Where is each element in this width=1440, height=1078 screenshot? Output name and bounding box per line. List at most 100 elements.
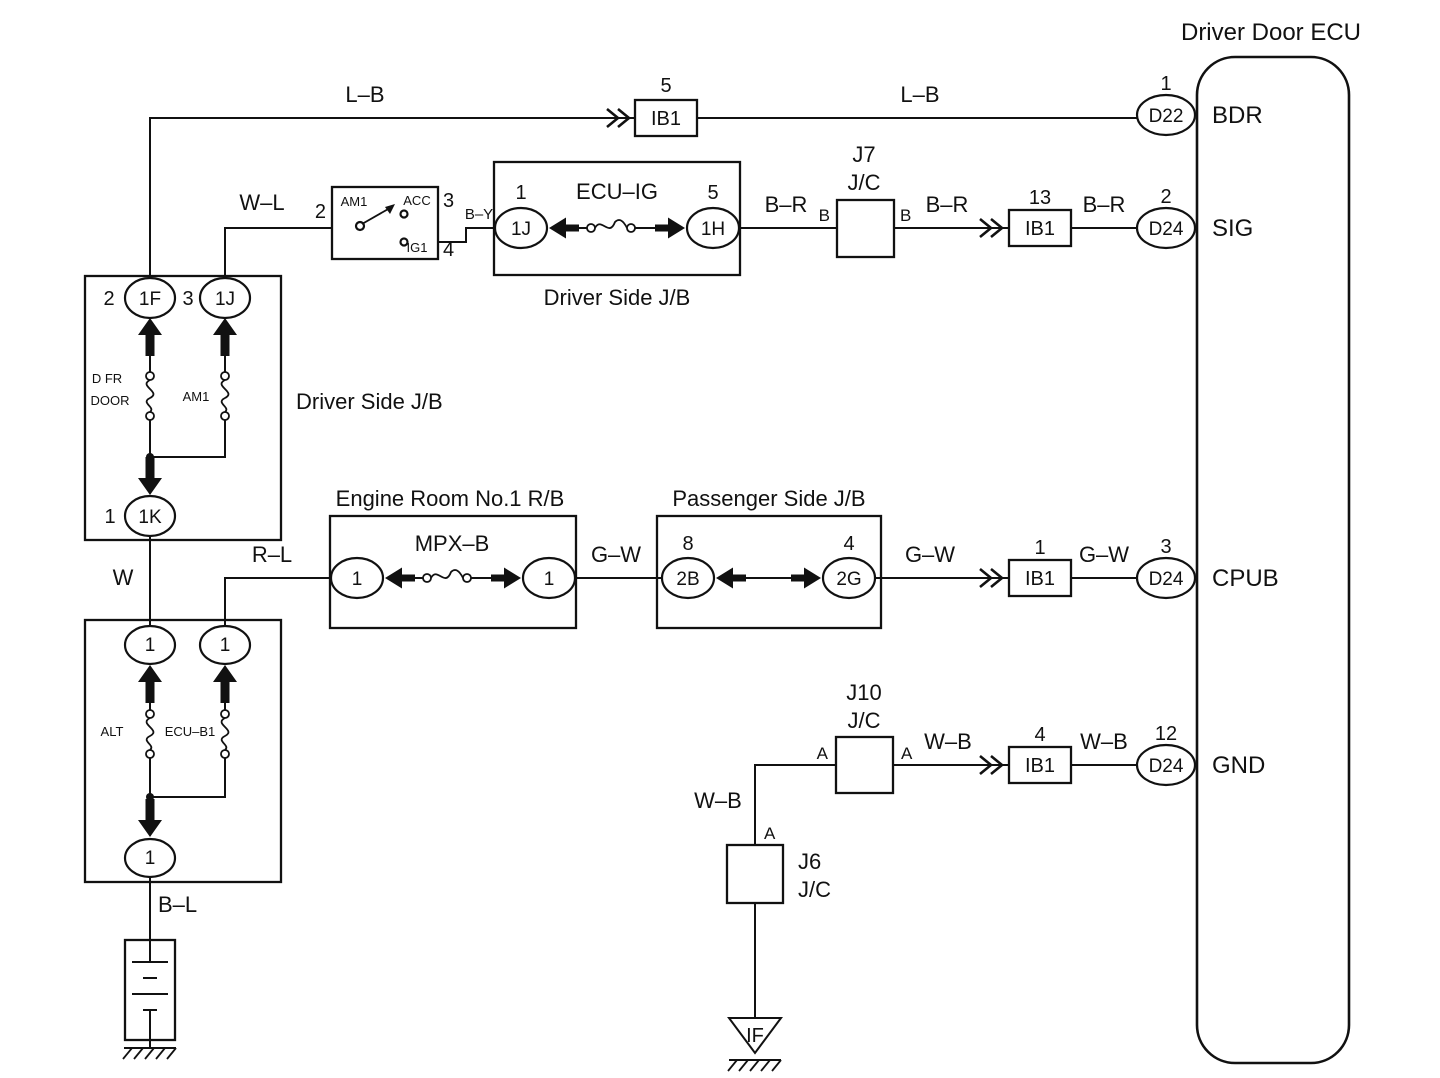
pin-label-bdr: BDR bbox=[1212, 102, 1263, 129]
driver-door-ecu: Driver Door ECU 1 D22 BDR 2 D24 SIG 3 D2… bbox=[1135, 19, 1361, 1065]
pin-label-sig: SIG bbox=[1212, 215, 1253, 242]
switch-label: D FR bbox=[92, 371, 122, 386]
pin-d24-cpub bbox=[1135, 556, 1197, 600]
wire-label: G–W bbox=[1079, 542, 1129, 567]
connector-arrow-icon bbox=[213, 318, 237, 356]
ib1-connector bbox=[1007, 558, 1073, 598]
pin-connector: D24 bbox=[1149, 756, 1184, 777]
jc-box bbox=[835, 198, 896, 259]
wire-label: B–L bbox=[158, 892, 197, 917]
terminal-label: AM1 bbox=[341, 194, 368, 209]
door-switch-symbol bbox=[145, 371, 155, 421]
switch-label: DOOR bbox=[91, 393, 130, 408]
connector bbox=[329, 556, 385, 600]
connector-label: 1 bbox=[352, 569, 363, 590]
fuse-label: ECU–B1 bbox=[165, 724, 216, 739]
ib1-label: IB1 bbox=[1025, 218, 1055, 240]
fuse-label: ECU–IG bbox=[576, 179, 658, 204]
wire-label: W bbox=[113, 565, 134, 590]
fuse-symbol bbox=[548, 216, 686, 240]
connector-arrow-icon bbox=[213, 665, 237, 703]
fuse-symbol bbox=[220, 709, 230, 759]
ib1-connector bbox=[633, 98, 699, 138]
jb-title: Passenger Side J/B bbox=[672, 486, 865, 511]
connector-label: 1 bbox=[220, 635, 231, 656]
wire-wl bbox=[224, 227, 332, 278]
wire-label: R–L bbox=[252, 542, 292, 567]
ib1-pin-number: 13 bbox=[1029, 187, 1051, 209]
busbar-arrows bbox=[715, 566, 822, 590]
jc-box-j10 bbox=[834, 735, 895, 795]
ib1-connector bbox=[1007, 745, 1073, 785]
connector-label: 1F bbox=[139, 289, 161, 310]
pin-number: 1 bbox=[1160, 73, 1171, 95]
pin-number: 1 bbox=[104, 506, 115, 528]
connector-2g bbox=[821, 556, 877, 600]
wire-gnd bbox=[754, 764, 1137, 1018]
pin-number: 2 bbox=[103, 288, 114, 310]
connector-1f bbox=[123, 276, 177, 320]
connector bbox=[123, 624, 177, 666]
ib1-label: IB1 bbox=[1025, 568, 1055, 590]
jc-name: J6 bbox=[798, 849, 821, 874]
pin-connector: D22 bbox=[1149, 106, 1184, 127]
ib1-label: IB1 bbox=[1025, 755, 1055, 777]
jc-box-j6 bbox=[725, 843, 785, 905]
ib1-pin-number: 4 bbox=[1034, 724, 1045, 746]
pin-number: 3 bbox=[443, 190, 454, 212]
jc-name: J10 bbox=[846, 680, 881, 705]
rb-box bbox=[328, 514, 578, 630]
jb-box bbox=[83, 618, 283, 884]
wire-fusible-internal bbox=[149, 703, 226, 798]
wire-label: W–B bbox=[1080, 729, 1128, 754]
fuse-symbol bbox=[220, 371, 230, 421]
wire-label: G–W bbox=[591, 542, 641, 567]
fusible-link-box: 1 1 ALT ECU–B1 1 B–L bbox=[83, 618, 283, 917]
wire-label: B–R bbox=[765, 192, 808, 217]
switch-lever-arrow bbox=[385, 204, 395, 214]
wires bbox=[146, 117, 1137, 1018]
passenger-side-jb: G–W Passenger Side J/B 8 2B 4 2G G–W 1 I… bbox=[591, 486, 1129, 630]
fuse-label: AM1 bbox=[183, 389, 210, 404]
rb-title: Engine Room No.1 R/B bbox=[336, 486, 565, 511]
connector-1j bbox=[493, 206, 549, 250]
ground-point-triangle bbox=[727, 1017, 783, 1055]
connector-label: 2G bbox=[836, 569, 861, 590]
wire-label: W–B bbox=[924, 729, 972, 754]
jc-pin: A bbox=[901, 744, 913, 763]
wire-cpub bbox=[224, 577, 1137, 626]
connector-label: 1 bbox=[544, 569, 555, 590]
terminal-label: IG1 bbox=[407, 240, 428, 255]
wire-left-jb-internal bbox=[149, 356, 226, 458]
fuse-label: ALT bbox=[101, 724, 124, 739]
pin-number: 3 bbox=[182, 288, 193, 310]
pin-number: 4 bbox=[843, 533, 854, 555]
pin-d24-gnd bbox=[1135, 743, 1197, 787]
jc-pin: A bbox=[817, 744, 829, 763]
ground-point-label: IF bbox=[746, 1025, 764, 1047]
pin-connector: D24 bbox=[1149, 219, 1184, 240]
ignition-switch-box bbox=[330, 185, 440, 261]
ib1-connector bbox=[1007, 208, 1073, 248]
jb-title: Driver Side J/B bbox=[296, 389, 443, 414]
connector-2b bbox=[660, 556, 716, 600]
connector-1j-left bbox=[198, 276, 252, 320]
pin-number: 4 bbox=[443, 239, 454, 261]
pin-number: 3 bbox=[1160, 536, 1171, 558]
terminal-acc bbox=[399, 209, 409, 219]
connector bbox=[198, 624, 252, 666]
switch-lever bbox=[361, 207, 391, 225]
jc-pin: A bbox=[764, 824, 776, 843]
driver-side-jb-left: 2 1F 3 1J D FR DOOR AM1 1 1K Driver Side… bbox=[83, 274, 443, 590]
engine-room-rb: R–L Engine Room No.1 R/B 1 MPX–B 1 bbox=[252, 486, 578, 630]
jb-box bbox=[492, 160, 742, 277]
connector-arrow-icon bbox=[138, 457, 162, 495]
pin-number: 2 bbox=[1160, 186, 1171, 208]
wire-label: W–B bbox=[694, 788, 742, 813]
wire-label: L–B bbox=[900, 82, 939, 107]
connector-arrow-icon bbox=[138, 318, 162, 356]
jb-box bbox=[83, 274, 283, 542]
battery-plates bbox=[132, 940, 168, 1048]
pin-label-cpub: CPUB bbox=[1212, 565, 1279, 592]
